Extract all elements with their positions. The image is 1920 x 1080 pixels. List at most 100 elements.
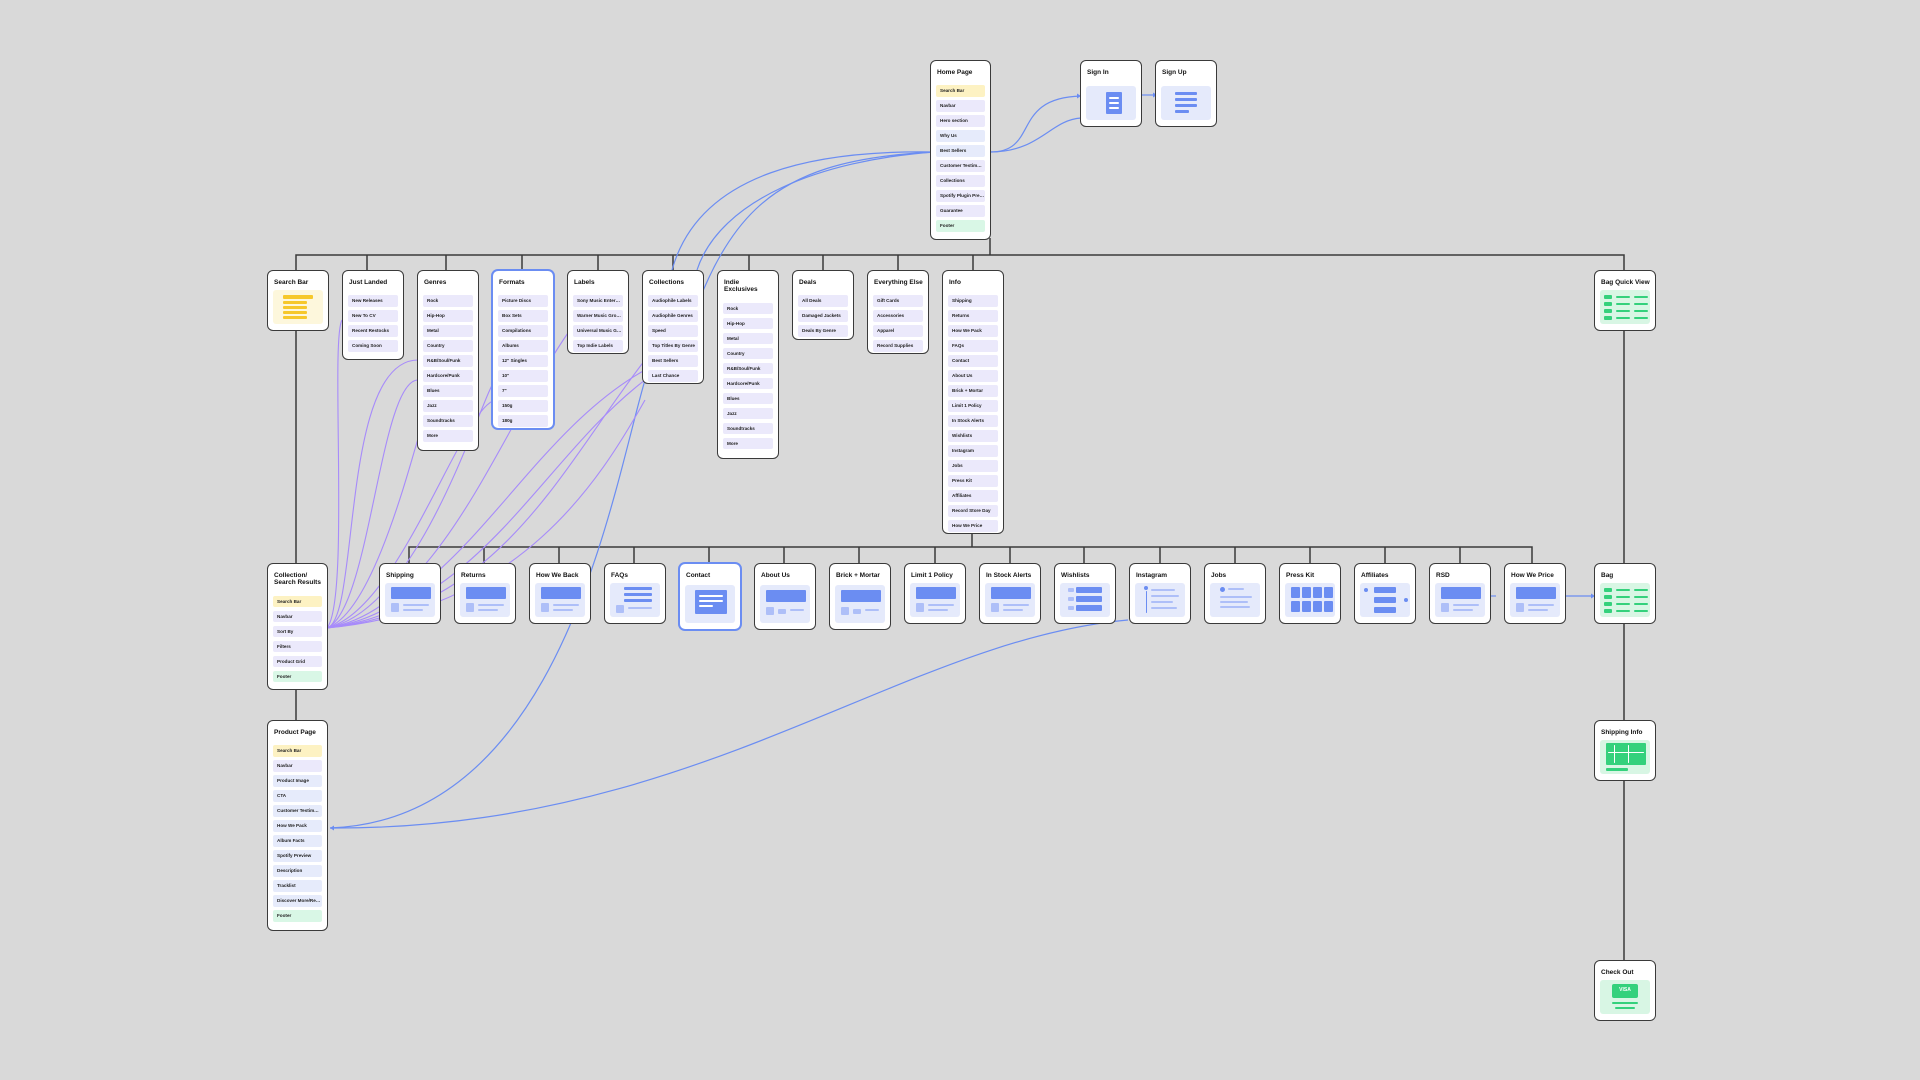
card-title: Contact <box>686 572 711 579</box>
list-item: Product Grid <box>273 655 322 668</box>
instagram-page-card[interactable]: Instagram <box>1129 563 1191 624</box>
list-item: Metal <box>723 332 773 345</box>
search-results-card[interactable]: Collection/ Search Results Search Bar Na… <box>267 563 328 690</box>
sign-in-card[interactable]: Sign In <box>1080 60 1142 127</box>
list-item: Soundtracks <box>423 415 473 427</box>
list-item: Box Sets <box>498 310 548 322</box>
list-item: Brick + Mortar <box>948 385 998 397</box>
brick-mortar-page-card[interactable]: Brick + Mortar <box>829 563 891 630</box>
collections-card[interactable]: Collections Audiophile Labels Audiophile… <box>642 270 704 384</box>
card-title: Collections <box>649 279 685 286</box>
search-bar-card[interactable]: Search Bar <box>267 270 329 331</box>
jobs-page-card[interactable]: Jobs <box>1204 563 1266 624</box>
list-item: Footer <box>936 220 985 232</box>
list-item: Speed <box>648 325 698 337</box>
list-item: Last Chance <box>648 370 698 382</box>
in-stock-alerts-page-card[interactable]: In Stock Alerts <box>979 563 1041 624</box>
card-title: Press Kit <box>1286 572 1315 579</box>
timeline-thumbnail-icon <box>1135 583 1185 617</box>
list-item: Metal <box>423 325 473 337</box>
shipping-page-card[interactable]: Shipping <box>379 563 441 624</box>
list-item: Record Supplies <box>873 340 923 352</box>
bag-card[interactable]: Bag <box>1594 563 1656 624</box>
card-title: Limit 1 Policy <box>911 572 953 579</box>
returns-page-card[interactable]: Returns <box>454 563 516 624</box>
press-kit-page-card[interactable]: Press Kit <box>1279 563 1341 624</box>
product-page-card[interactable]: Product Page Search Bar Navbar Product I… <box>267 720 328 931</box>
list-item: How We Price <box>948 520 998 532</box>
flow-thumbnail-icon <box>1360 583 1410 617</box>
card-title: Genres <box>424 279 447 286</box>
page-thumbnail-icon <box>460 583 510 617</box>
card-title: Product Page <box>274 729 316 736</box>
wishlists-page-card[interactable]: Wishlists <box>1054 563 1116 624</box>
list-item: Spotify Preview <box>273 850 322 862</box>
home-page-card[interactable]: Home Page Search Bar Navbar Hero section… <box>930 60 991 240</box>
list-item: Limit 1 Policy <box>948 400 998 412</box>
list-item: Jazz <box>723 407 773 420</box>
list-item: Accessories <box>873 310 923 322</box>
list-item: Damaged Jackets <box>798 310 848 322</box>
page-thumbnail-icon <box>535 583 585 617</box>
card-title: Formats <box>499 279 525 286</box>
card-title: FAQs <box>611 572 628 579</box>
list-item: Sony Music Enter… <box>573 295 623 307</box>
formats-card[interactable]: Formats Picture Discs Box Sets Compilati… <box>492 270 554 429</box>
list-item: Country <box>423 340 473 352</box>
card-title: Indie Exclusives <box>724 279 758 294</box>
list-item: Warner Music Gro… <box>573 310 623 322</box>
info-card[interactable]: Info Shipping Returns How We Pack FAQs C… <box>942 270 1004 534</box>
just-landed-card[interactable]: Just Landed New Releases New To CV Recen… <box>342 270 404 360</box>
list-item: Contact <box>948 355 998 367</box>
list-item: Navbar <box>273 610 322 623</box>
card-title: Deals <box>799 279 817 286</box>
list-item: Jazz <box>423 400 473 412</box>
how-we-back-page-card[interactable]: How We Back <box>529 563 591 624</box>
list-item: Search Bar <box>936 85 985 97</box>
list-item: Hip-Hop <box>723 317 773 330</box>
bag-thumbnail-icon <box>1600 583 1650 617</box>
list-item: About Us <box>948 370 998 382</box>
list-item: Rock <box>423 295 473 307</box>
genres-card[interactable]: Genres Rock Hip-Hop Metal Country R&B/So… <box>417 270 479 451</box>
list-item: Audiophile Genres <box>648 310 698 322</box>
list-item: Navbar <box>936 100 985 112</box>
deals-card[interactable]: Deals All Deals Damaged Jackets Deals By… <box>792 270 854 340</box>
list-item: Footer <box>273 670 322 683</box>
shipping-info-card[interactable]: Shipping Info <box>1594 720 1656 781</box>
list-item: Press Kit <box>948 475 998 487</box>
labels-card[interactable]: Labels Sony Music Enter… Warner Music Gr… <box>567 270 629 354</box>
card-thumbnail-icon: VISA <box>1600 980 1650 1014</box>
list-item: Description <box>273 865 322 877</box>
how-we-price-page-card[interactable]: How We Price <box>1504 563 1566 624</box>
limit-1-policy-page-card[interactable]: Limit 1 Policy <box>904 563 966 624</box>
list-item: Album Facts <box>273 835 322 847</box>
card-title: RSD <box>1436 572 1450 579</box>
list-item: How We Pack <box>273 820 322 832</box>
list-item: Coming Soon <box>348 340 398 352</box>
list-item: 7" <box>498 385 548 397</box>
list-item: Hip-Hop <box>423 310 473 322</box>
sign-up-card[interactable]: Sign Up <box>1155 60 1217 127</box>
about-us-page-card[interactable]: About Us <box>754 563 816 630</box>
indie-exclusives-card[interactable]: Indie Exclusives Rock Hip-Hop Metal Coun… <box>717 270 779 459</box>
list-item: Customer Testim… <box>273 805 322 817</box>
card-title: Labels <box>574 279 595 286</box>
contact-page-card[interactable]: Contact <box>679 563 741 630</box>
faqs-page-card[interactable]: FAQs <box>604 563 666 624</box>
check-out-card[interactable]: Check Out VISA <box>1594 960 1656 1021</box>
list-item: Hardcore/Punk <box>723 377 773 390</box>
list-item: Albums <box>498 340 548 352</box>
list-item: Blues <box>723 392 773 405</box>
list-item: Footer <box>273 910 322 922</box>
card-title: In Stock Alerts <box>986 572 1032 579</box>
affiliates-page-card[interactable]: Affiliates <box>1354 563 1416 624</box>
card-title: Sign Up <box>1162 69 1187 76</box>
everything-else-card[interactable]: Everything Else Gift Cards Accessories A… <box>867 270 929 354</box>
list-item: Top Indie Labels <box>573 340 623 352</box>
rsd-page-card[interactable]: RSD <box>1429 563 1491 624</box>
faq-thumbnail-icon <box>610 583 660 617</box>
card-title: Brick + Mortar <box>836 572 880 579</box>
bag-quick-view-card[interactable]: Bag Quick View <box>1594 270 1656 331</box>
card-title: Collection/ Search Results <box>274 572 321 587</box>
